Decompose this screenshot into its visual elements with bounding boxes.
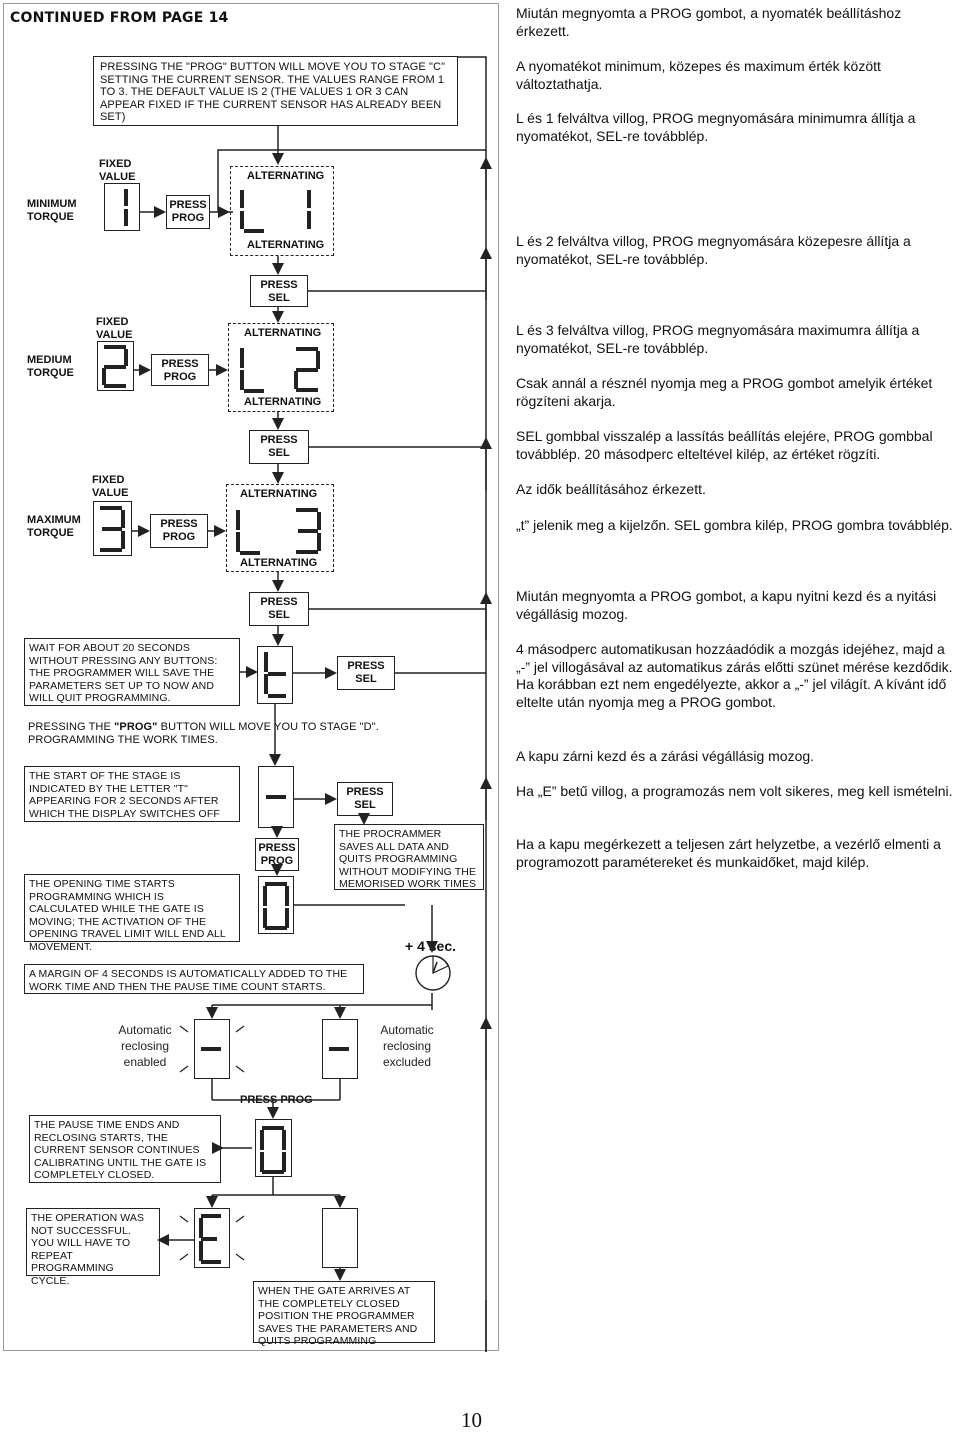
press-sel-button-3[interactable]: PRESS SEL bbox=[249, 592, 309, 626]
instruction-6: SEL gombbal visszalép a lassítás beállít… bbox=[516, 428, 933, 462]
press-prog-button-2[interactable]: PRESS PROG bbox=[151, 354, 209, 386]
plus-4-sec-label: + 4 sec. bbox=[405, 938, 456, 954]
save-quit-note: THE PROCRAMMER SAVES ALL DATA AND QUITS … bbox=[334, 824, 484, 890]
stage-d-note-prog: "PROG" bbox=[114, 721, 158, 733]
fixed-value-label-2: FIXED VALUE bbox=[96, 316, 133, 341]
alternating-label-3b: ALTERNATING bbox=[238, 557, 320, 570]
digit-display-t-start bbox=[257, 646, 293, 704]
medium-torque-label: MEDIUM TORQUE bbox=[27, 354, 74, 379]
instruction-5: Csak annál a résznél nyomja meg a PROG g… bbox=[516, 375, 933, 409]
stage-d-note-suffix: BUTTON WILL MOVE YOU TO STAGE "D". PROGR… bbox=[28, 721, 379, 746]
alternating-label-1a: ALTERNATING bbox=[245, 170, 327, 183]
press-prog-inline-label: PRESS PROG bbox=[240, 1094, 313, 1106]
press-sel-button-4[interactable]: PRESS SEL bbox=[337, 656, 395, 690]
reclosing-excluded-label: Automatic reclosing excluded bbox=[380, 1023, 434, 1069]
instruction-1: A nyomatékot minimum, közepes és maximum… bbox=[516, 58, 881, 92]
press-sel-button-5[interactable]: PRESS SEL bbox=[337, 782, 393, 816]
press-sel-button-2[interactable]: PRESS SEL bbox=[249, 430, 309, 464]
reclosing-enabled-label: Automatic reclosing enabled bbox=[118, 1023, 172, 1069]
press-prog-button-1[interactable]: PRESS PROG bbox=[166, 195, 210, 229]
minimum-torque-label: MINIMUM TORQUE bbox=[27, 198, 77, 223]
wait-note: WAIT FOR ABOUT 20 SECONDS WITHOUT PRESSI… bbox=[24, 638, 240, 706]
digit-display-closing bbox=[255, 1119, 292, 1177]
margin-note: A MARGIN OF 4 SECONDS IS AUTOMATICALLY A… bbox=[24, 964, 364, 994]
instruction-7: Az idők beállításához érkezett. bbox=[516, 481, 706, 497]
page-number: 10 bbox=[461, 1408, 482, 1432]
press-prog-button-4[interactable]: PRESS PROG bbox=[255, 838, 299, 871]
digit-display-1 bbox=[104, 183, 140, 231]
instruction-4: L és 3 felváltva villog, PROG megnyomásá… bbox=[516, 322, 920, 356]
press-sel-button-1[interactable]: PRESS SEL bbox=[250, 275, 308, 307]
opening-time-note: THE OPENING TIME STARTS PROGRAMMING WHIC… bbox=[24, 874, 240, 953]
maximum-torque-label: MAXIMUM TORQUE bbox=[27, 514, 81, 539]
fixed-value-label-1: FIXED VALUE bbox=[99, 158, 136, 183]
continued-header: CONTINUED FROM PAGE 14 bbox=[10, 10, 229, 26]
digit-display-dash-blink bbox=[194, 1019, 230, 1079]
alternating-label-1b: ALTERNATING bbox=[245, 239, 327, 252]
digit-display-blank bbox=[322, 1208, 358, 1268]
instruction-12: Ha „E” betű villog, a programozás nem vo… bbox=[516, 783, 953, 799]
instruction-0: Miután megnyomta a PROG gombot, a nyomat… bbox=[516, 5, 902, 39]
flowchart-panel bbox=[3, 3, 499, 1351]
instruction-3: L és 2 felváltva villog, PROG megnyomásá… bbox=[516, 233, 911, 267]
instruction-13: Ha a kapu megérkezett a teljesen zárt he… bbox=[516, 836, 941, 870]
instruction-2: L és 1 felváltva villog, PROG megnyomásá… bbox=[516, 110, 916, 144]
digit-display-3 bbox=[93, 501, 132, 556]
alternating-label-2b: ALTERNATING bbox=[242, 396, 324, 409]
clock-icon bbox=[413, 953, 453, 998]
instruction-9: Miután megnyomta a PROG gombot, a kapu n… bbox=[516, 588, 937, 622]
start-stage-note: THE START OF THE STAGE IS INDICATED BY T… bbox=[24, 766, 240, 822]
alternating-frame-3 bbox=[226, 484, 334, 572]
digit-display-counting bbox=[258, 876, 294, 934]
pause-ends-note: THE PAUSE TIME ENDS AND RECLOSING STARTS… bbox=[29, 1115, 221, 1183]
digit-display-dash-lit bbox=[322, 1019, 358, 1079]
stage-d-note: PRESSING THE "PROG" BUTTON WILL MOVE YOU… bbox=[24, 719, 404, 746]
instruction-8: „t” jelenik meg a kijelzőn. SEL gombra k… bbox=[516, 517, 953, 533]
fixed-value-label-3: FIXED VALUE bbox=[92, 474, 129, 499]
alternating-frame-2 bbox=[228, 323, 334, 412]
instruction-10: 4 másodperc automatikusan hozzáadódik a … bbox=[516, 641, 953, 710]
alternating-label-3a: ALTERNATING bbox=[238, 488, 320, 501]
digit-display-dash-1 bbox=[258, 766, 294, 828]
alternating-label-2a: ALTERNATING bbox=[242, 327, 324, 340]
not-successful-note: THE OPERATION WAS NOT SUCCESSFUL. YOU WI… bbox=[26, 1208, 160, 1287]
gate-arrives-note: WHEN THE GATE ARRIVES AT THE COMPLETELY … bbox=[253, 1281, 435, 1347]
stage-d-note-prefix: PRESSING THE bbox=[28, 721, 115, 733]
stage-c-note-frame bbox=[93, 56, 458, 126]
digit-display-error bbox=[194, 1208, 230, 1268]
instruction-11: A kapu zárni kezd és a zárási végállásig… bbox=[516, 748, 815, 764]
digit-display-2 bbox=[97, 341, 134, 391]
press-prog-button-3[interactable]: PRESS PROG bbox=[150, 514, 208, 548]
